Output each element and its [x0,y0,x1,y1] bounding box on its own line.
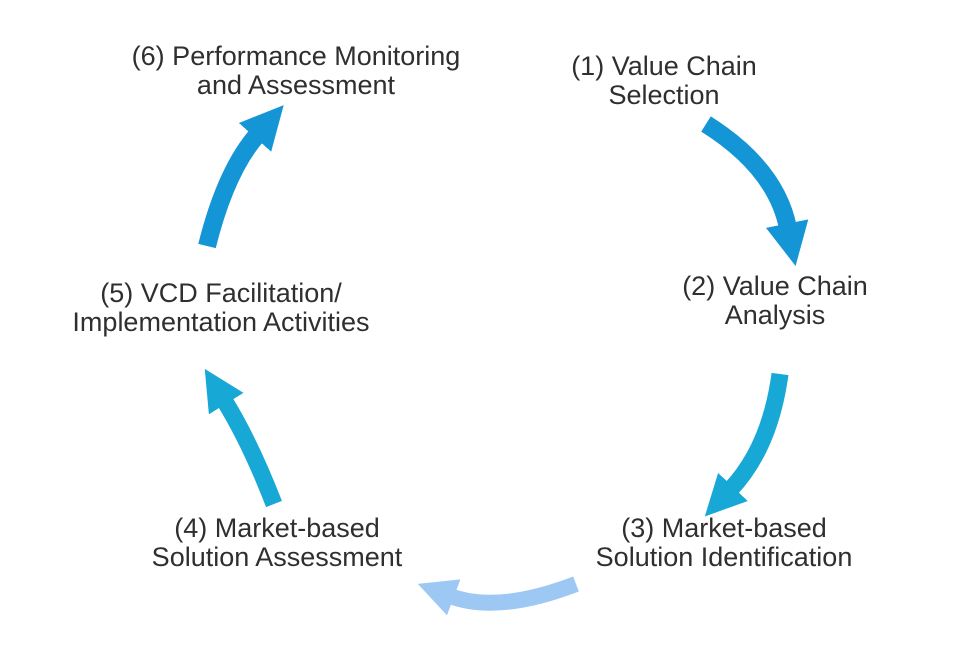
step-label-2: (2) Value Chain Analysis [682,272,868,330]
arrow-4-to-5 [204,368,282,508]
step-label-line: Analysis [724,300,826,330]
step-label-line: and Assessment [196,70,396,100]
step-label-5: (5) VCD Facilitation/ Implementation Act… [72,279,369,337]
step-label-6: (6) Performance Monitoring and Assessmen… [132,42,461,100]
step-label-line: (2) Value Chain [682,271,868,301]
arrow-3-to-4 [417,576,579,616]
step-label-line: (1) Value Chain [571,51,757,81]
step-label-line: (5) VCD Facilitation/ [100,278,342,308]
step-label-line: (6) Performance Monitoring [131,41,461,71]
step-label-3: (3) Market-based Solution Identification [596,514,853,572]
step-label-line: Solution Identification [595,542,853,572]
step-label-line: Solution Assessment [151,542,403,572]
arrow-2-to-3 [704,372,789,517]
step-label-line: (3) Market-based [621,513,827,543]
step-label-line: (4) Market-based [174,513,380,543]
step-label-1: (1) Value Chain Selection [571,52,757,110]
arrow-5-to-6 [198,105,284,249]
arrow-1-to-2 [701,116,809,266]
step-label-4: (4) Market-based Solution Assessment [152,514,403,572]
step-label-line: Implementation Activities [72,307,370,337]
step-label-line: Selection [608,80,720,110]
